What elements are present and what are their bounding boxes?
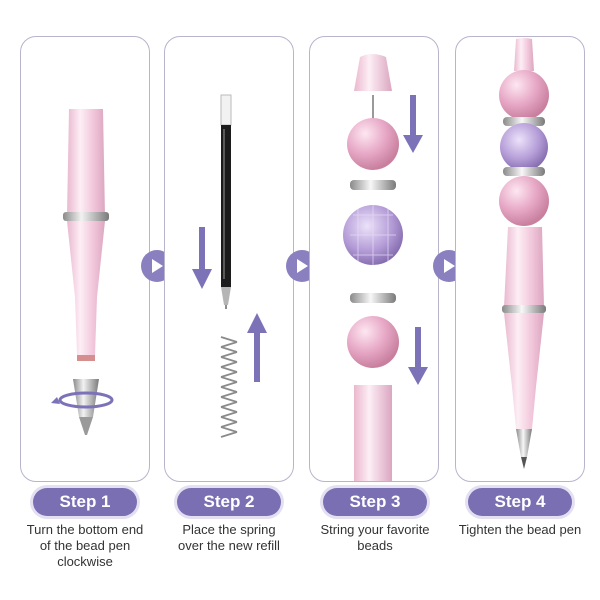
up-arrow-icon: [247, 313, 267, 382]
down-arrow-icon: [192, 227, 212, 289]
step-2-caption-line-2: over the new refill: [178, 538, 280, 553]
step-4-panel: [455, 36, 585, 482]
pen-body-illustration: [51, 109, 114, 435]
step-3-caption-line-2: beads: [357, 538, 393, 553]
spacer-bead: [350, 180, 396, 190]
pearl-bead: [347, 316, 399, 368]
step-2-caption-line-1: Place the spring: [182, 522, 276, 537]
step-2-panel: [164, 36, 294, 482]
next-arrow-icon: [152, 259, 163, 273]
step-1-label: Step 1: [33, 488, 137, 516]
down-arrow-icon: [403, 95, 423, 153]
refill-spring-illustration: [192, 94, 267, 438]
step-3-panel: [309, 36, 439, 482]
finished-pen-illustration: [499, 38, 549, 469]
rotate-arrow-icon: [51, 397, 60, 404]
down-arrow-icon: [408, 327, 428, 385]
spring: [220, 336, 238, 438]
step-1-caption-line-3: clockwise: [57, 554, 113, 569]
spacer-bead: [350, 293, 396, 303]
step-1-caption: Turn the bottom end of the bead pen cloc…: [15, 522, 155, 570]
step-1-caption-line-1: Turn the bottom end: [26, 522, 144, 537]
step-2-caption: Place the spring over the new refill: [159, 522, 299, 554]
step-2-label: Step 2: [177, 488, 281, 516]
step-4-caption: Tighten the bead pen: [450, 522, 590, 538]
step-3-caption: String your favorite beads: [305, 522, 445, 554]
pearl-bead: [347, 118, 399, 170]
step-3-caption-line-1: String your favorite: [320, 522, 430, 537]
step-1-panel: [20, 36, 150, 482]
step-3-label: Step 3: [323, 488, 427, 516]
step-4-label: Step 4: [468, 488, 572, 516]
step-4-caption-line-1: Tighten the bead pen: [458, 522, 582, 537]
beads-illustration: [343, 54, 428, 481]
step-1-caption-line-2: of the bead pen: [39, 538, 131, 553]
next-arrow-icon: [297, 259, 308, 273]
next-arrow-icon: [444, 259, 455, 273]
